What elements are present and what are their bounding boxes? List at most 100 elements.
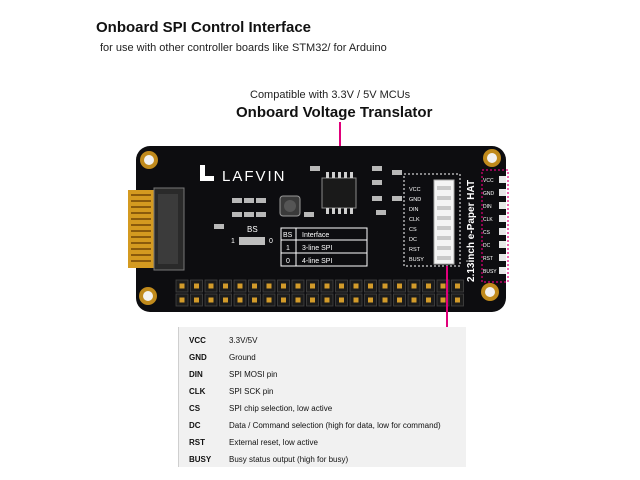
fpc-stripe: [131, 206, 151, 208]
fpc-pin-stripes: [131, 194, 151, 262]
pin-description: SPI chip selection, low active: [229, 404, 333, 413]
smd-part: [392, 196, 402, 201]
header-pin-pad: [499, 228, 506, 235]
chip-leg: [332, 208, 335, 214]
gpio-40pin-header: [175, 279, 464, 307]
page-subtitle: for use with other controller boards lik…: [100, 42, 387, 54]
gpio-pin-gold: [223, 283, 228, 289]
gpio-pin-gold: [397, 297, 402, 303]
pin-name: DC: [189, 421, 201, 430]
inductor: [279, 195, 301, 217]
table-row: DIN SPI MOSI pin: [179, 367, 466, 383]
fpc-stripe: [131, 212, 151, 214]
pcb: [136, 146, 506, 312]
chip-leg: [350, 208, 353, 214]
header-pin-column: [481, 169, 509, 283]
smd-part: [256, 198, 266, 203]
gpio-pin-gold: [237, 283, 243, 289]
table-row-2-interface: 4-line SPI: [302, 258, 332, 265]
header-pin-label: VCC: [483, 178, 494, 184]
fpc-stripe: [131, 218, 151, 220]
gpio-pin-gold: [339, 297, 344, 303]
gpio-pin-gold: [382, 297, 388, 303]
gpio-pin-gold: [310, 297, 315, 303]
table-row-2-bs: 0: [286, 258, 290, 265]
connector-pin: [437, 246, 451, 250]
gpio-pin-gold: [368, 297, 373, 303]
smd-part: [372, 196, 382, 201]
gpio-pin-gold: [266, 283, 272, 289]
header-pin-pad: [499, 241, 506, 248]
header-pin-label: CS: [483, 230, 491, 236]
product-label: 2.13inch e-Paper HAT: [466, 180, 477, 282]
gpio-pin-gold: [179, 283, 185, 289]
fpc-stripe: [131, 230, 151, 232]
header-pin-label: BUSY: [483, 269, 497, 275]
gpio-pin-gold: [324, 297, 330, 303]
gpio-pin-gold: [281, 297, 286, 303]
chip-leg: [338, 172, 341, 178]
smd-part: [372, 166, 382, 171]
pin-name: DIN: [189, 370, 203, 379]
gpio-pin-gold: [295, 297, 301, 303]
fpc-stripe: [131, 194, 151, 196]
connector-pin-label: RST: [409, 247, 421, 253]
interface-table: BS Interface 1 3-line SPI 0 4-line SPI: [280, 227, 368, 267]
chip-leg: [332, 172, 335, 178]
pin-callout-line: [446, 266, 448, 328]
gpio-pin-gold: [208, 283, 214, 289]
pin-description: 3.3V/5V: [229, 336, 258, 345]
gpio-pin-gold: [310, 283, 315, 289]
chip-leg: [326, 208, 329, 214]
table-header-bs: BS: [283, 232, 293, 239]
gpio-pin-gold: [281, 283, 286, 289]
header-pin-label: CLK: [483, 217, 493, 223]
chip-leg: [344, 208, 347, 214]
gpio-pin-gold: [194, 283, 199, 289]
smd-part: [256, 212, 266, 217]
bs-option-1: 1: [231, 238, 235, 245]
header-pin-label: RST: [483, 256, 493, 262]
header-pin-pad: [499, 254, 506, 261]
header-pin-pad: [499, 189, 506, 196]
page-title: Onboard SPI Control Interface: [96, 19, 312, 36]
header-pin-pad: [499, 267, 506, 274]
fpc-stripe: [131, 248, 151, 250]
pin-name: CS: [189, 404, 201, 413]
chip-leg: [350, 172, 353, 178]
smd-part: [214, 224, 224, 229]
pin-description: SPI MOSI pin: [229, 370, 278, 379]
pin-name: CLK: [189, 387, 206, 396]
spi-connector: [403, 173, 461, 267]
chip-leg: [344, 172, 347, 178]
smd-part: [304, 212, 314, 217]
gpio-pin-gold: [324, 283, 330, 289]
fpc-stripe: [131, 224, 151, 226]
gpio-pin-gold: [440, 297, 446, 303]
smd-components: [214, 166, 402, 229]
fpc-stripe: [131, 242, 151, 244]
compat-note: Compatible with 3.3V / 5V MCUs: [250, 89, 411, 101]
pin-description: Data / Command selection (high for data,…: [229, 421, 441, 430]
bs-solder-jumper: [239, 237, 265, 245]
connector-pin-label: BUSY: [409, 257, 424, 263]
connector-pin: [437, 216, 451, 220]
pin-description: Ground: [229, 353, 256, 362]
pin-description: External reset, low active: [229, 438, 318, 447]
smd-part: [372, 180, 382, 185]
connector-pin: [437, 186, 451, 190]
gpio-pin-gold: [411, 283, 417, 289]
voltage-translator-chip: [321, 177, 357, 209]
table-row-1-interface: 3-line SPI: [302, 245, 332, 252]
connector-pin-label: CLK: [409, 217, 420, 223]
translator-heading: Onboard Voltage Translator: [236, 104, 433, 121]
gpio-pin-gold: [455, 283, 460, 289]
brand-label: LAFVIN: [222, 168, 287, 185]
